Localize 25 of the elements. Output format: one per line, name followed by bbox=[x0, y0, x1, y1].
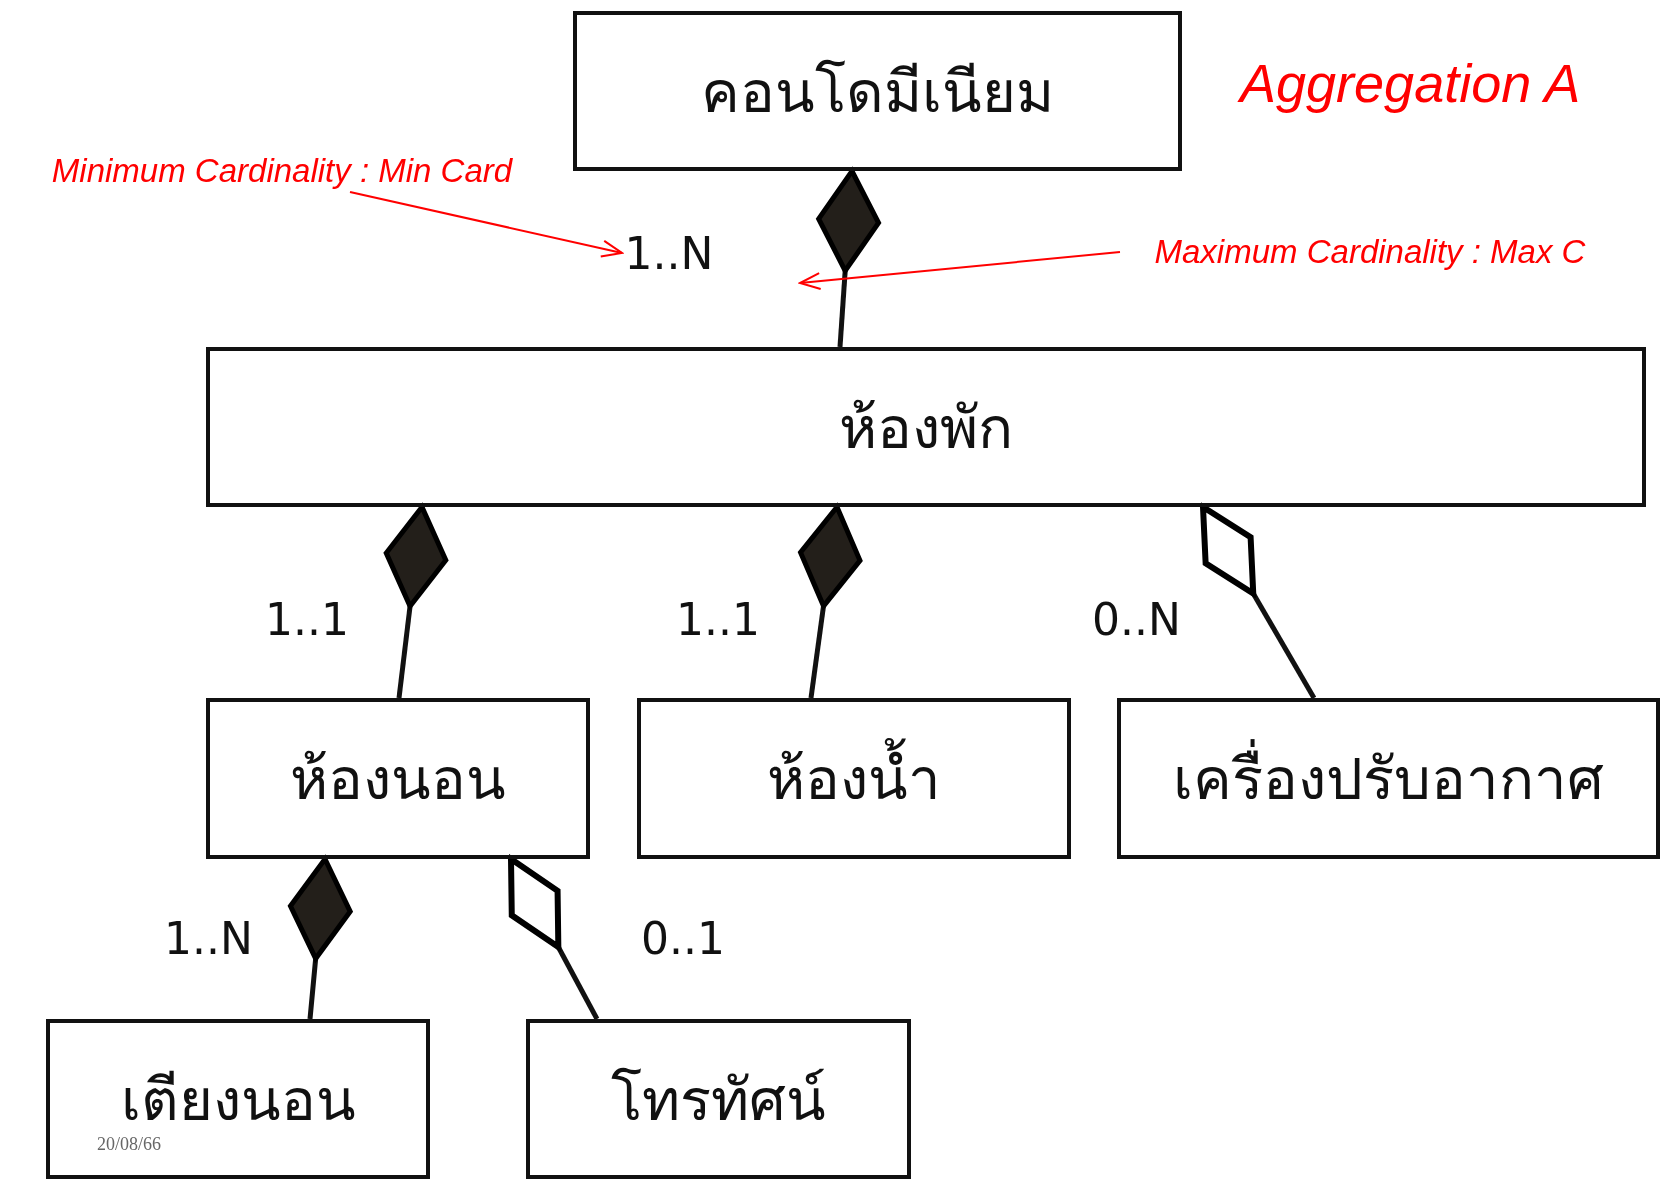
composition-connector bbox=[1200, 504, 1317, 700]
leader-line bbox=[349, 191, 623, 258]
class-name: ห้องนอน bbox=[290, 744, 506, 815]
class-box bbox=[206, 698, 590, 859]
class-name: ห้องพัก bbox=[839, 392, 1013, 464]
composition-connector bbox=[383, 504, 449, 699]
class-name: ห้องน้ำ bbox=[767, 732, 941, 825]
annotation-text: Minimum Cardinality : Min Card bbox=[51, 152, 513, 190]
composition-connector bbox=[798, 504, 863, 699]
composition-connector bbox=[508, 856, 600, 1021]
multiplicity-label: 1..N bbox=[624, 227, 714, 279]
composition-connector bbox=[287, 856, 353, 1020]
leader-line bbox=[799, 251, 1121, 291]
class-box bbox=[206, 347, 1646, 507]
class-name: โทรทัศน์ bbox=[611, 1064, 826, 1136]
class-name: เครื่องปรับอากาศ bbox=[1173, 732, 1604, 825]
class-box bbox=[1117, 698, 1660, 859]
class-box bbox=[637, 698, 1071, 859]
class-box bbox=[526, 1019, 911, 1179]
annotation-text: Maximum Cardinality : Max C bbox=[1154, 233, 1586, 271]
date-text: 20/08/66 bbox=[97, 1134, 161, 1155]
class-box bbox=[573, 11, 1182, 171]
class-box bbox=[46, 1019, 430, 1179]
composition-connector bbox=[816, 168, 882, 348]
class-name: คอนโดมีเนียม bbox=[701, 56, 1054, 128]
